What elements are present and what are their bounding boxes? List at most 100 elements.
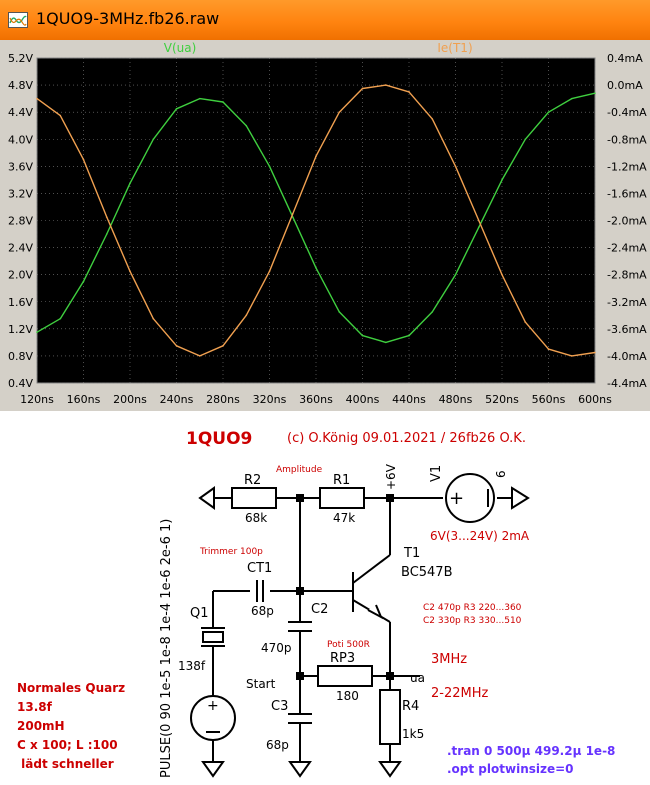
data-point [82, 158, 85, 161]
amplitude-label: Amplitude [276, 465, 323, 475]
left-tick-label: 4.8V [8, 79, 33, 92]
x-tick-label: 320ns [253, 393, 287, 406]
data-point [291, 212, 294, 215]
left-tick-label: 2.8V [8, 215, 33, 228]
ct1-capacitor [256, 580, 264, 602]
trimmer-label: Trimmer 100p [199, 547, 263, 557]
quartz-note-line: C x 100; L :100 [17, 738, 118, 752]
x-tick-label: 120ns [20, 393, 54, 406]
c3-value: 68p [266, 738, 289, 752]
data-point [175, 344, 178, 347]
data-point [408, 91, 410, 93]
v1-polarity-label: 6 [494, 470, 508, 478]
legend-entry[interactable]: Ie(T1) [437, 41, 472, 55]
resistors [231, 487, 401, 745]
x-tick-label: 200ns [113, 393, 147, 406]
left-tick-label: 2.0V [8, 269, 33, 282]
t1-transistor [352, 554, 391, 623]
tran-directive: .tran 0 500µ 499.2µ 1e-8 [447, 744, 615, 758]
q1-label: Q1 [190, 606, 209, 621]
data-point [570, 97, 573, 100]
data-point [384, 341, 387, 344]
wires [212, 497, 512, 762]
right-tick-label: -0.8mA [607, 133, 647, 146]
right-tick-label: -1.2mA [607, 160, 647, 173]
svg-text:+: + [449, 488, 464, 509]
ct1-label: CT1 [247, 561, 272, 576]
window-title: 1QUO9-3MHz.fb26.raw [36, 9, 220, 28]
x-tick-label: 280ns [206, 393, 240, 406]
data-point [152, 317, 155, 320]
data-point [198, 97, 201, 100]
c3-capacitor [288, 713, 312, 736]
supply-node-label: +6V [384, 463, 398, 490]
left-tick-label: 0.8V [8, 350, 33, 363]
data-point [175, 107, 178, 110]
right-tick-label: -2.8mA [607, 269, 647, 282]
ground-symbols [198, 486, 530, 778]
left-tick-label: 3.6V [8, 160, 33, 173]
left-tick-label: 4.0V [8, 133, 33, 146]
right-tick-label: -2.4mA [607, 242, 647, 255]
right-tick-label: 0.4mA [607, 52, 643, 65]
data-point [431, 118, 434, 120]
legend-entry[interactable]: V(ua) [164, 41, 197, 55]
c2-capacitor [288, 621, 312, 645]
data-point [59, 114, 62, 117]
junction-dots [296, 494, 394, 680]
x-tick-label: 520ns [485, 393, 519, 406]
data-point [570, 355, 573, 357]
data-point [361, 334, 364, 337]
data-point [152, 138, 155, 141]
x-tick-label: 480ns [439, 393, 473, 406]
data-point [82, 280, 85, 283]
data-point [245, 124, 248, 127]
data-point [291, 216, 294, 218]
window-titlebar[interactable]: 1QUO9-3MHz.fb26.raw [0, 0, 650, 40]
r2-label: R2 [244, 473, 261, 488]
data-point [36, 97, 38, 100]
data-point [315, 155, 317, 157]
c2-note-1: C2 470p R3 220...360 [423, 603, 522, 613]
quartz-note-line: Normales Quarz [17, 681, 125, 695]
data-point [501, 273, 503, 276]
data-point [547, 111, 550, 113]
v1-label: V1 [429, 465, 444, 482]
schematic-canvas[interactable]: 1QUO9 (c) O.König 09.01.2021 / 26fb26 O.… [0, 411, 650, 781]
left-tick-label: 2.4V [8, 242, 33, 255]
r1-label: R1 [333, 473, 350, 488]
data-point [222, 344, 224, 347]
data-point [222, 101, 224, 103]
data-point [129, 270, 131, 273]
data-point [129, 182, 131, 185]
right-tick-label: -1.6mA [607, 187, 647, 200]
t1-label: T1 [403, 546, 420, 561]
v1-source: + [445, 473, 495, 523]
c2-value: 470p [261, 641, 292, 655]
data-point [338, 111, 341, 113]
c2-label: C2 [311, 602, 328, 617]
waveform-icon [8, 12, 28, 28]
data-point [59, 317, 62, 320]
right-tick-label: -3.2mA [607, 296, 647, 309]
pulse-definition: PULSE(0 90 1e-5 1e-8 1e-4 1e-6 2e-6 1) [159, 519, 174, 778]
left-tick-label: 1.6V [8, 296, 33, 309]
quartz-note-line: lädt schneller [17, 757, 114, 771]
data-point [338, 311, 341, 313]
data-point [431, 311, 434, 313]
data-point [524, 321, 527, 323]
rp3-label: RP3 [330, 651, 355, 666]
frequency-range-label: 2-22MHz [431, 686, 488, 701]
start-label: Start [246, 677, 276, 691]
schematic-pane[interactable]: 1QUO9 (c) O.König 09.01.2021 / 26fb26 O.… [0, 411, 650, 781]
right-tick-label: -4.4mA [607, 377, 647, 390]
data-point [454, 165, 457, 168]
poti-label: Poti 500R [327, 640, 370, 650]
output-node-label: ua [410, 671, 425, 685]
left-tick-label: 4.4V [8, 106, 33, 119]
data-point [594, 351, 596, 354]
x-tick-label: 240ns [160, 393, 194, 406]
opt-directive: .opt plotwinsize=0 [447, 762, 574, 776]
